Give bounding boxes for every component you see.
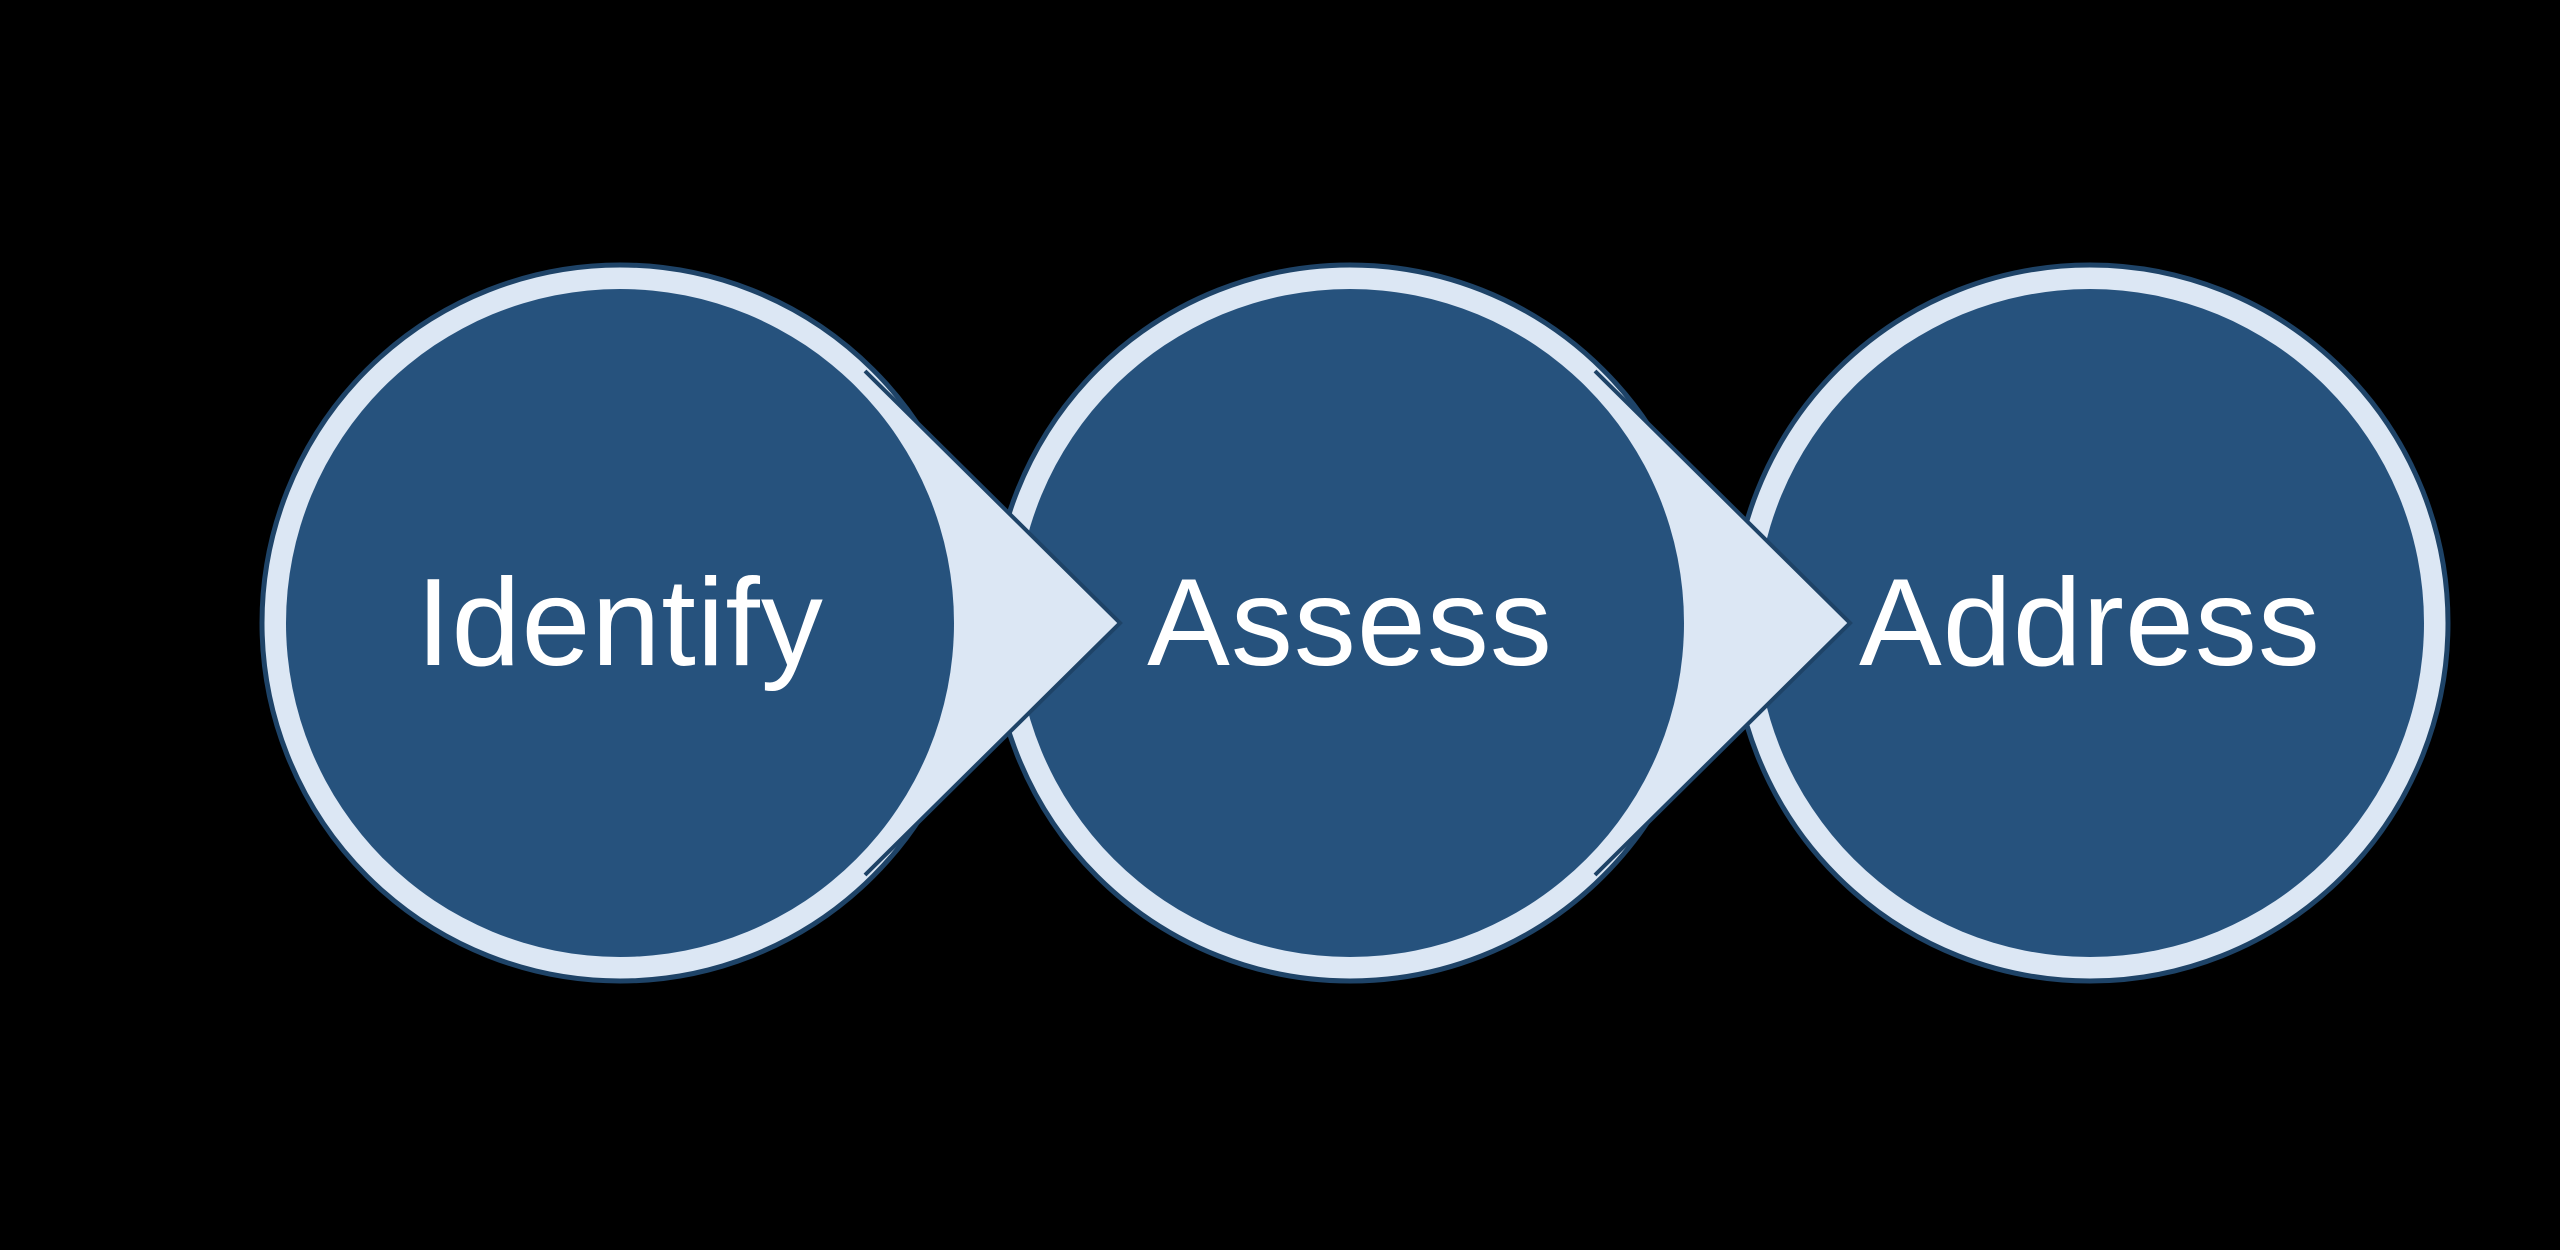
step-3-label: Address — [1859, 554, 2321, 692]
step-2-circle — [1016, 289, 1684, 957]
step-3-circle — [1756, 289, 2424, 957]
step-1-label: Identify — [416, 554, 824, 692]
step-2-label: Assess — [1147, 554, 1553, 692]
step-1-circle — [286, 289, 954, 957]
